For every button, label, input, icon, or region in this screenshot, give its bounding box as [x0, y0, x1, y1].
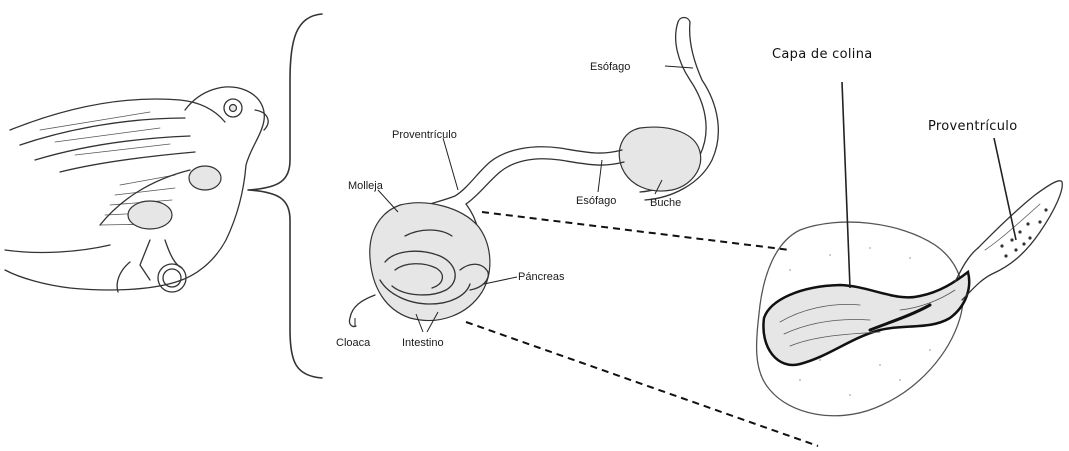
label-proventriculo: Proventrículo: [392, 130, 457, 141]
label-esofago-top: Esófago: [590, 62, 630, 73]
label-intestino: Intestino: [402, 338, 444, 349]
label-pancreas: Páncreas: [518, 272, 564, 283]
label-proventriculo-detail: Proventrículo: [928, 120, 1017, 133]
label-esofago-bottom: Esófago: [576, 196, 616, 207]
bracket: [248, 14, 322, 378]
label-buche: Buche: [650, 198, 681, 209]
label-molleja: Molleja: [348, 181, 383, 192]
leader-capa-de-colina: [842, 82, 850, 288]
leader-proventriculo-detail: [994, 138, 1016, 240]
gizzard-detail: [757, 181, 1063, 416]
dashed-connector-top: [482, 212, 790, 250]
label-capa-de-colina: Capa de colina: [772, 48, 873, 61]
bird-illustration: [5, 87, 268, 292]
label-cloaca: Cloaca: [336, 338, 370, 349]
